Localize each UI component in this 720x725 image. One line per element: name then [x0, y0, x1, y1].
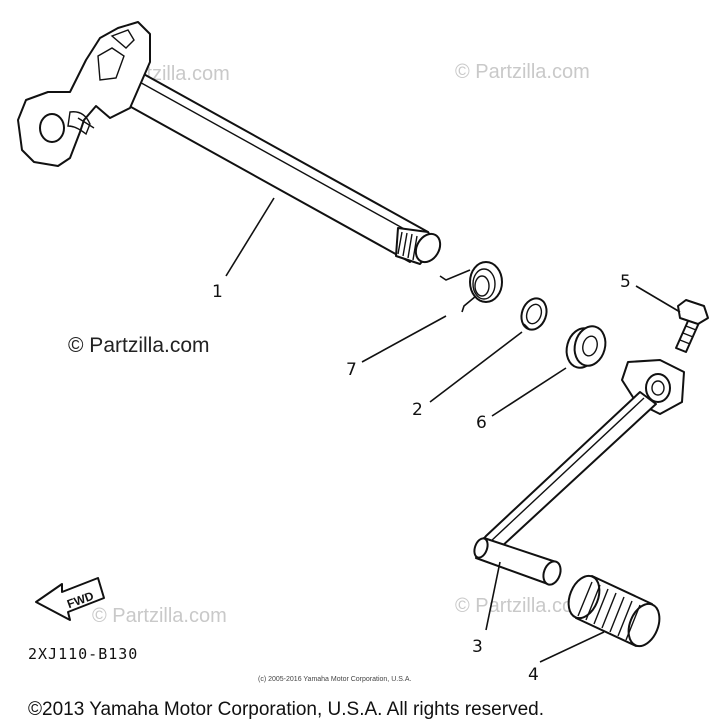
return-spring-part-7	[439, 261, 503, 313]
callout-1: 1	[212, 282, 223, 302]
leader-1	[225, 197, 275, 277]
diagram-code: 2XJ110-B130	[28, 645, 138, 663]
watermark-bottom-left: © Partzilla.com	[92, 605, 227, 627]
leader-6	[491, 367, 567, 417]
watermark-top-right: © Partzilla.com	[455, 61, 590, 83]
callout-2: 2	[412, 400, 423, 420]
shift-pedal-part-3	[473, 359, 685, 586]
pedal-rubber-part-4	[567, 574, 661, 648]
callout-4: 4	[528, 665, 539, 685]
callout-7: 7	[346, 360, 357, 380]
watermark-mid-left: © Partzilla.com	[68, 334, 210, 357]
callout-3: 3	[472, 637, 483, 657]
leader-4	[539, 631, 605, 663]
circlip-part-2	[520, 297, 548, 331]
bolt-part-5	[675, 299, 709, 353]
footer-copyright: ©2013 Yamaha Motor Corporation, U.S.A. A…	[28, 699, 544, 720]
leader-2	[429, 331, 523, 403]
leader-7	[361, 315, 447, 363]
small-copyright: (c) 2005-2016 Yamaha Motor Corporation, …	[258, 676, 411, 683]
leader-3	[485, 561, 501, 631]
leader-5	[635, 285, 681, 313]
shift-shaft-part-1	[17, 21, 442, 265]
callout-5: 5	[620, 272, 631, 292]
bushing-part-6	[565, 325, 607, 369]
watermark-bottom-right: © Partzilla.com	[455, 595, 590, 617]
callout-6: 6	[476, 413, 487, 433]
